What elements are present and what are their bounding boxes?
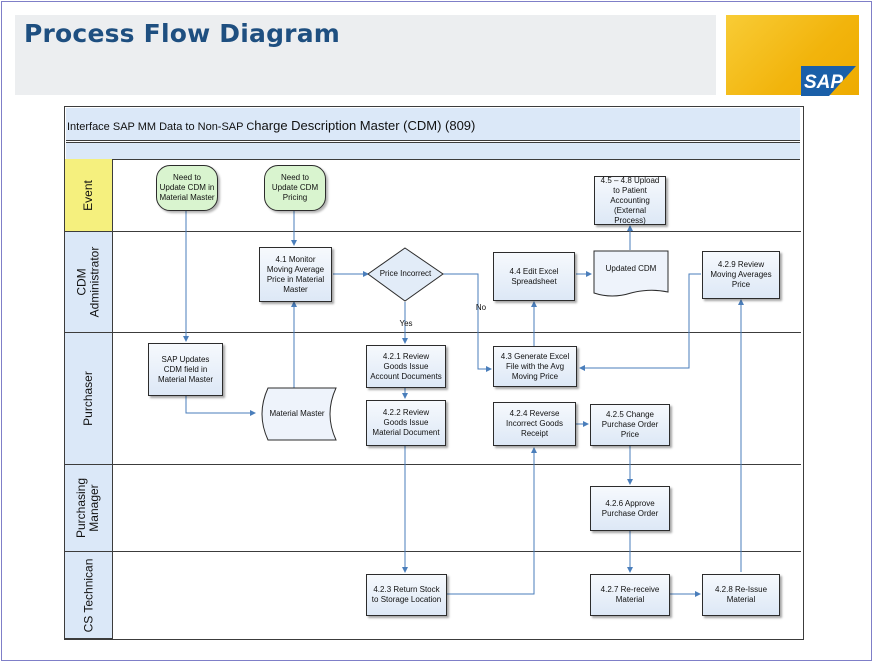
node-4-2-9-review-moving-averages: 4.2.9 Review Moving Averages Price xyxy=(702,251,780,299)
diagram-title-number: (809) xyxy=(445,118,476,133)
page-title: Process Flow Diagram xyxy=(24,19,341,48)
node-4-2-6-approve-purchase-order: 4.2.6 Approve Purchase Order xyxy=(590,486,670,531)
lane-cs-technician-label: CS Technican xyxy=(81,558,96,632)
diagram-title: Interface SAP MM Data to Non-SAP Charge … xyxy=(67,118,475,133)
node-4-2-4-reverse-goods-receipt: 4.2.4 Reverse Incorrect Goods Receipt xyxy=(493,402,576,446)
lane-divider xyxy=(112,551,801,552)
node-4-2-7-re-receive-material: 4.2.7 Re-receive Material xyxy=(590,574,670,616)
diagram-subtitle-bar xyxy=(66,142,800,160)
lane-cdm-administrator: CDM Administrator xyxy=(65,232,113,333)
node-4-5-upload-patient-accounting: 4.5 – 4.8 Upload to Patient Accounting (… xyxy=(594,176,666,225)
start-update-cdm-material-master: Need to Update CDM in Material Master xyxy=(156,165,218,211)
lane-purchasing-manager: Purchasing Manager xyxy=(65,465,113,552)
diagram-title-prefix: Interface SAP MM Data to Non-SAP C xyxy=(67,121,255,133)
lane-cs-technician: CS Technican xyxy=(65,552,113,639)
lane-divider xyxy=(112,332,801,333)
node-4-3-generate-excel-file: 4.3 Generate Excel File with the Avg Mov… xyxy=(493,346,577,387)
sap-logo-text: SAP xyxy=(804,72,843,93)
updated-cdm-label: Updated CDM xyxy=(605,264,657,273)
node-4-2-5-change-purchase-order-price: 4.2.5 Change Purchase Order Price xyxy=(590,404,670,446)
lane-cdm-administrator-label: CDM Administrator xyxy=(74,246,102,318)
lane-divider xyxy=(112,464,801,465)
node-4-2-3-return-stock: 4.2.3 Return Stock to Storage Location xyxy=(366,574,447,616)
material-master-label: Material Master xyxy=(269,409,325,418)
diagram-title-main: harge Description Master (CDM) xyxy=(254,118,446,133)
node-4-4-edit-excel-spreadsheet: 4.4 Edit Excel Spreadsheet xyxy=(493,252,575,301)
lane-purchaser-label: Purchaser xyxy=(81,371,96,426)
node-sap-updates-cdm-field: SAP Updates CDM field in Material Master xyxy=(148,343,223,396)
lane-event: Event xyxy=(65,159,113,232)
edge-label-yes: Yes xyxy=(399,319,413,328)
lane-purchasing-manager-label: Purchasing Manager xyxy=(74,477,102,539)
node-4-1-monitor-moving-average: 4.1 Monitor Moving Average Price in Mate… xyxy=(259,247,332,302)
sap-logo: SAP xyxy=(801,66,856,96)
node-4-2-1-review-goods-issue-account: 4.2.1 Review Goods Issue Account Documen… xyxy=(366,345,446,388)
lane-divider xyxy=(112,231,801,232)
start-update-cdm-pricing: Need to Update CDM Pricing xyxy=(264,165,326,211)
lane-purchaser: Purchaser xyxy=(65,333,113,465)
node-4-2-8-re-issue-material: 4.2.8 Re-Issue Material xyxy=(702,574,780,616)
lane-event-label: Event xyxy=(81,179,95,211)
edge-label-no: No xyxy=(475,303,487,312)
node-4-2-2-review-goods-issue-material: 4.2.2 Review Goods Issue Material Docume… xyxy=(366,400,446,446)
diagram-title-bar xyxy=(66,108,800,141)
decision-price-incorrect-label: Price Incorrect xyxy=(379,269,432,278)
header-band xyxy=(15,15,716,95)
